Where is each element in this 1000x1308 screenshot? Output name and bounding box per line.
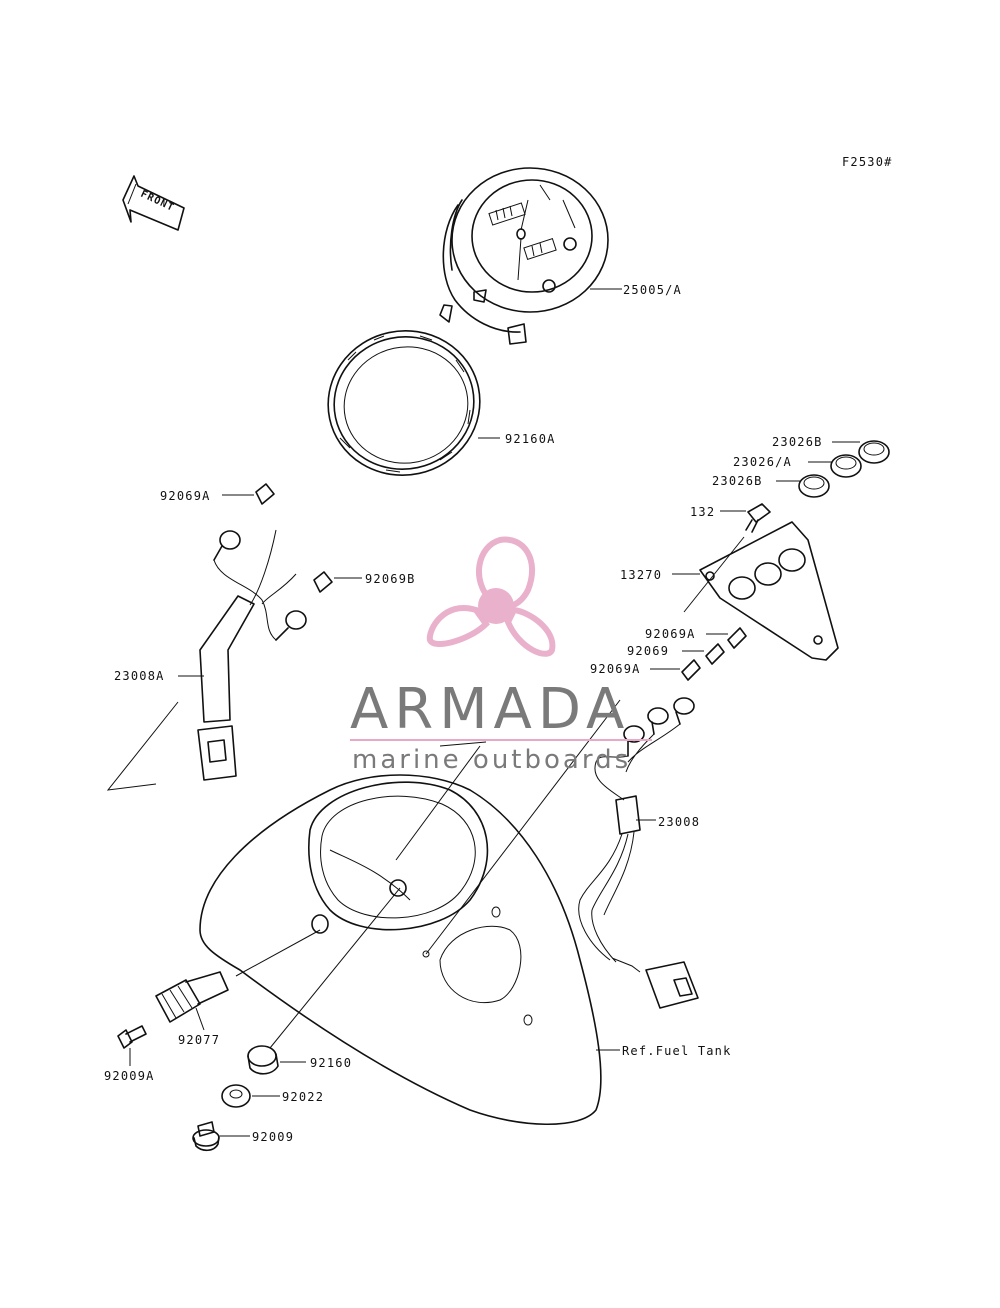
callout-132: 132 <box>690 505 715 519</box>
callout-92160a: 92160A <box>505 432 556 446</box>
armada-watermark: ARMADA marine outboards <box>350 536 652 775</box>
callout-23026b-top: 23026B <box>772 435 823 449</box>
callout-92009a: 92009A <box>104 1069 155 1083</box>
callout-25005-a: 25005/A <box>623 283 682 297</box>
bolt-132 <box>720 503 771 533</box>
speedometer-assembly <box>439 167 622 345</box>
callout-23026b-bottom: 23026B <box>712 474 763 488</box>
screw-92009 <box>192 1121 250 1152</box>
meter-ring <box>327 330 500 476</box>
callout-92160: 92160 <box>310 1056 352 1070</box>
callout-92069a-left: 92069A <box>160 489 211 503</box>
callout-13270: 13270 <box>620 568 662 582</box>
grommet-92160 <box>247 1045 306 1075</box>
right-bulbs <box>650 627 747 681</box>
callout-92069b-left: 92069B <box>365 572 416 586</box>
callout-92069a-right-1: 92069A <box>645 627 696 641</box>
right-wiring-harness <box>578 697 699 1009</box>
speedometer-cable-end <box>155 971 229 1031</box>
callout-92069a-right-2: 92069A <box>590 662 641 676</box>
callout-ref-fuel-tank: Ref.Fuel Tank <box>622 1044 732 1058</box>
dash-tank-cover <box>199 774 620 1126</box>
callout-23008: 23008 <box>658 815 700 829</box>
front-arrow-icon: FRONT <box>122 175 185 231</box>
watermark-tagline: marine outboards <box>352 745 631 775</box>
callout-23026-a: 23026/A <box>733 455 792 469</box>
callout-92069-right: 92069 <box>627 644 669 658</box>
left-bulbs <box>222 483 362 593</box>
indicator-lens-caps <box>776 440 890 498</box>
indicator-bracket <box>672 521 839 661</box>
screw-92009a <box>117 1025 147 1066</box>
front-label: FRONT <box>139 189 176 214</box>
left-wiring-harness <box>178 529 307 781</box>
callout-92022: 92022 <box>282 1090 324 1104</box>
figure-code: F2530# <box>842 155 893 169</box>
propeller-logo-icon <box>426 536 556 657</box>
washer-92022 <box>221 1084 280 1108</box>
callout-23008a: 23008A <box>114 669 165 683</box>
watermark-brand: ARMADA <box>350 677 630 742</box>
assembly-guide-lines <box>106 699 621 1049</box>
callout-92009: 92009 <box>252 1130 294 1144</box>
callout-92077: 92077 <box>178 1033 220 1047</box>
